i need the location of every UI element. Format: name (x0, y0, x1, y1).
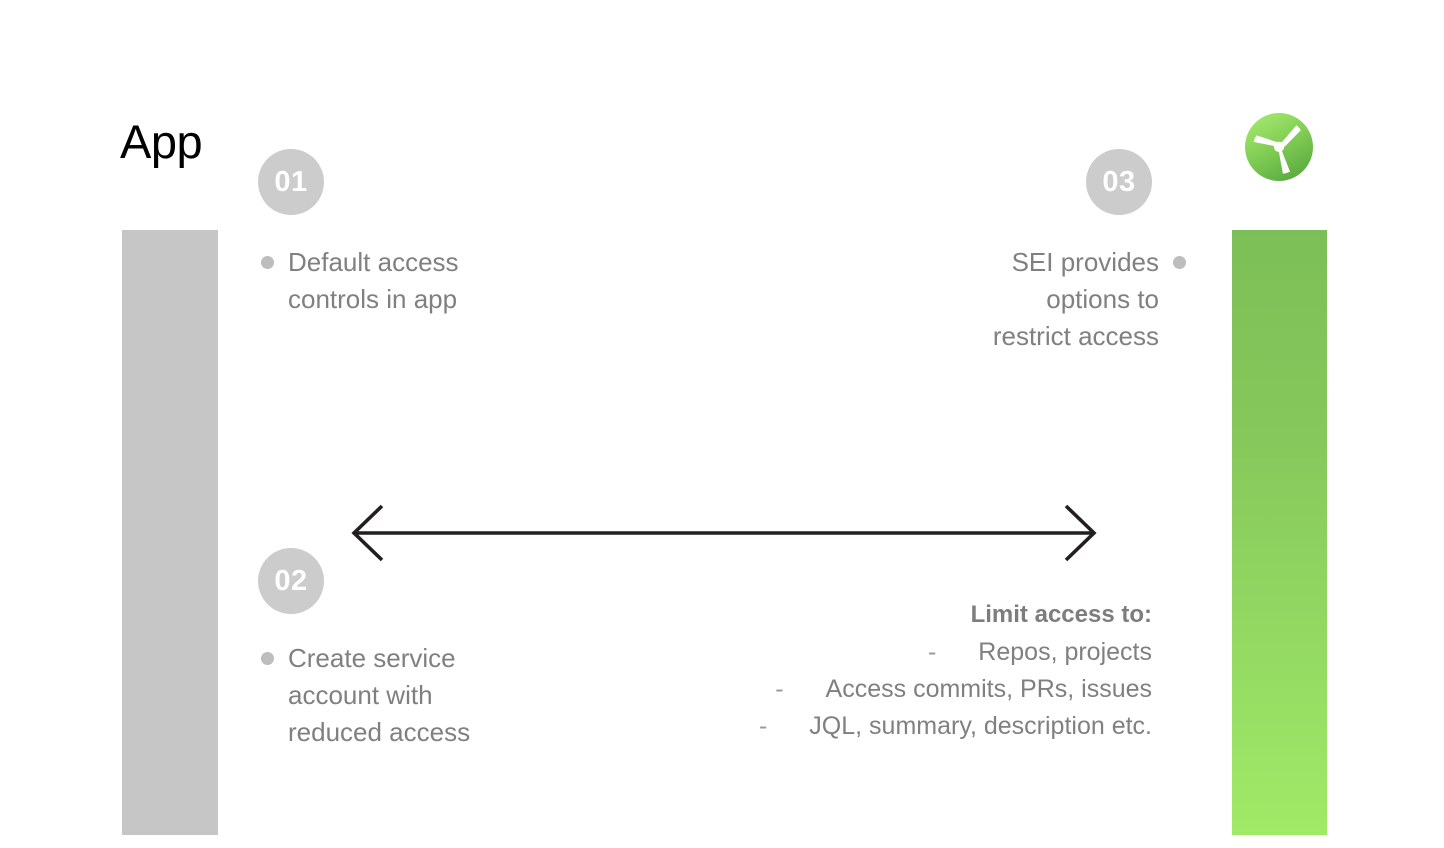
list-item-label: JQL, summary, description etc. (809, 712, 1152, 740)
step-text-02-label: Create service account with reduced acce… (288, 643, 471, 747)
step-badge-03: 03 (1086, 149, 1152, 215)
step-text-02: Create service account with reduced acce… (261, 640, 470, 751)
limit-access-list: Limit access to: - Repos, projects - Acc… (759, 596, 1152, 745)
list-item: - Repos, projects (759, 634, 1152, 671)
step-text-03-label: SEI provides options to restrict access (992, 247, 1159, 351)
list-item: - Access commits, PRs, issues (759, 671, 1152, 708)
bullet-dot-icon (261, 652, 274, 665)
page-title: App (120, 115, 203, 168)
list-item-label: Repos, projects (978, 638, 1152, 666)
step-badge-02: 02 (258, 548, 324, 614)
bullet-dot-icon (261, 256, 274, 269)
right-green-bar (1232, 230, 1327, 835)
step-text-03: SEI provides options to restrict access (993, 244, 1186, 355)
dash-marker: - (775, 675, 784, 703)
list-item: - JQL, summary, description etc. (759, 708, 1152, 745)
step-badge-01: 01 (258, 149, 324, 215)
step-text-01-label: Default access controls in app (288, 247, 459, 314)
bullet-dot-icon (1173, 256, 1186, 269)
list-item-label: Access commits, PRs, issues (825, 675, 1152, 703)
limit-access-title: Limit access to: (970, 601, 1152, 628)
step-text-01: Default access controls in app (261, 244, 459, 318)
bidirectional-arrow (348, 503, 1100, 563)
left-gray-bar (122, 230, 218, 835)
dash-marker: - (927, 638, 937, 666)
harness-propeller-logo (1244, 112, 1314, 182)
dash-marker: - (758, 712, 768, 740)
